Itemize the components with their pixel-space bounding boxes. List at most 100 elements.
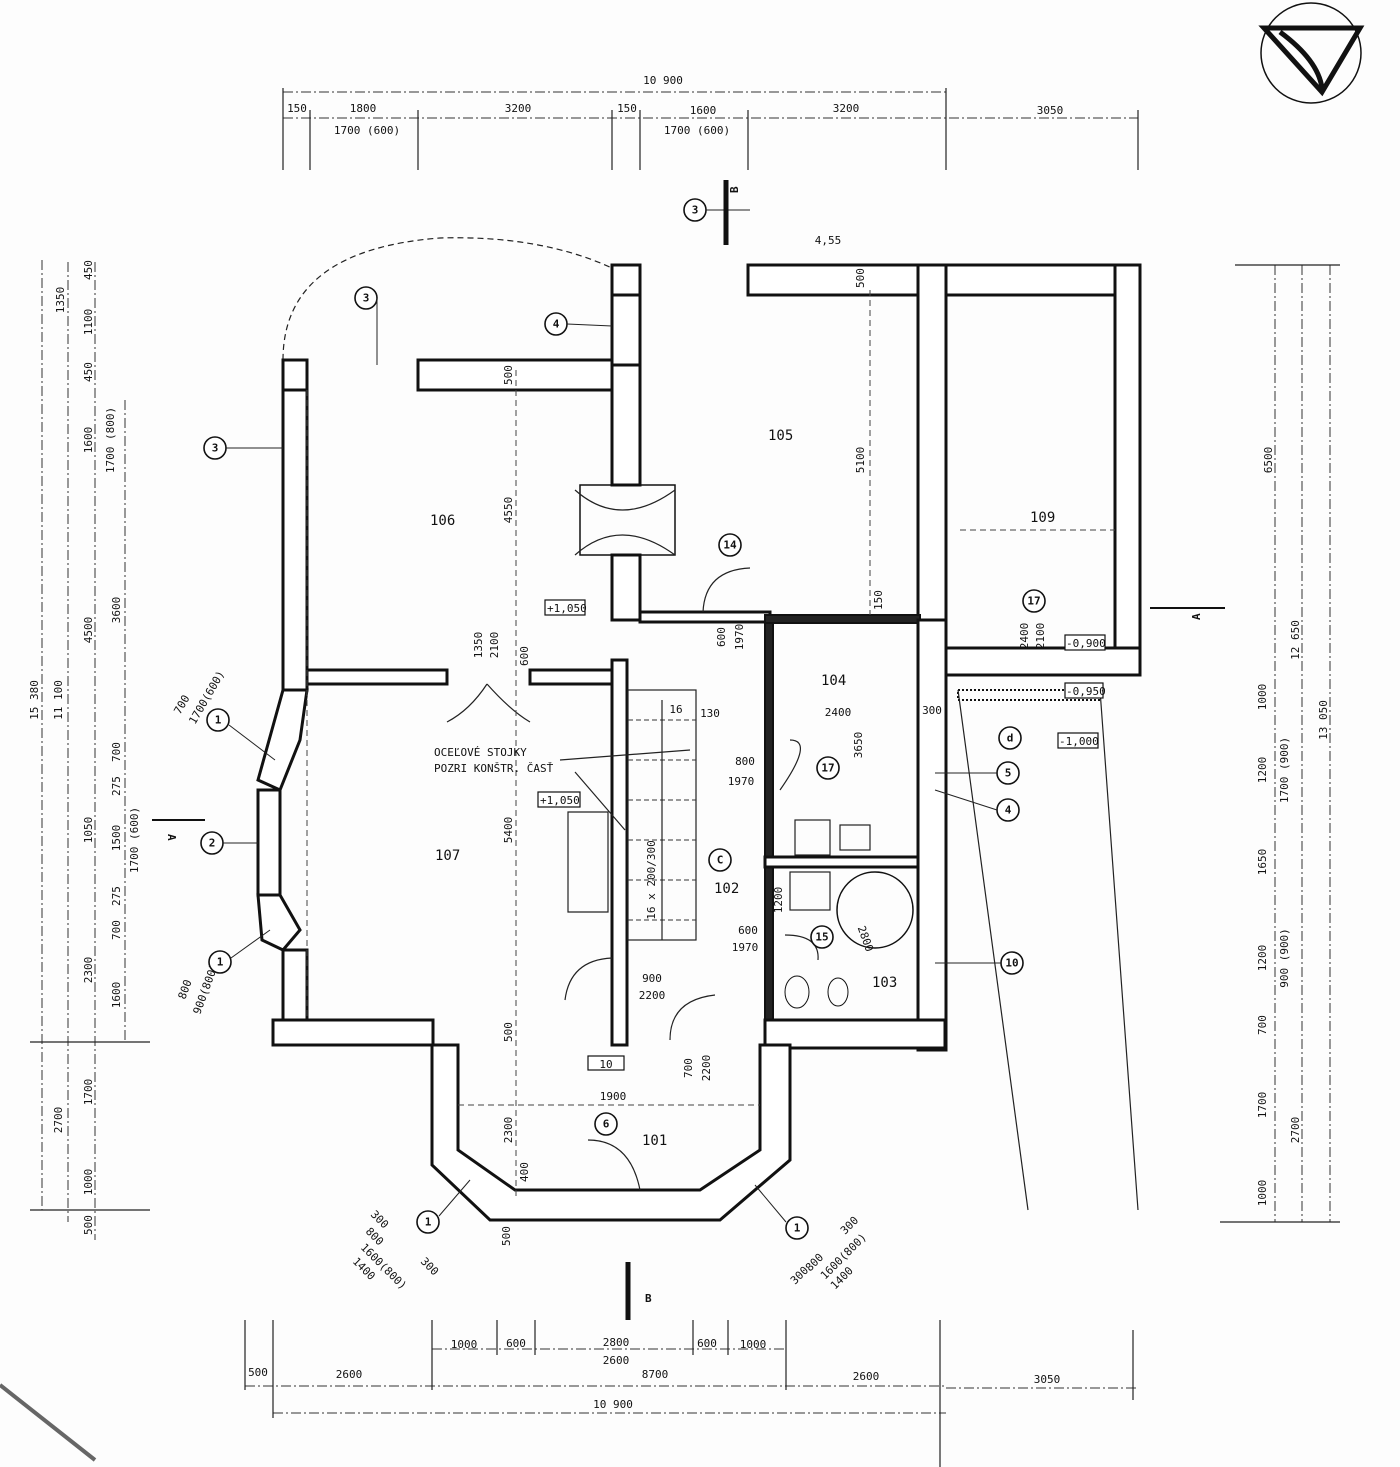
dim-label: 5100: [854, 447, 867, 474]
dim-label: 3050: [1037, 104, 1064, 117]
svg-text:14: 14: [723, 539, 737, 552]
marker-2: 2: [200, 831, 224, 855]
dim-label: 600: [738, 924, 758, 937]
dim-label: 700: [682, 1058, 695, 1078]
dashed-axes: [306, 290, 1115, 1200]
dim-label: 450: [82, 260, 95, 280]
left-dimensions: 15 380 11 100 1350 450 1100 450 1600 170…: [28, 260, 141, 1235]
svg-text:1: 1: [794, 1222, 801, 1235]
marker-3: 3: [203, 436, 227, 460]
dim-label: 16: [669, 703, 682, 716]
dim-label: 2300: [82, 957, 95, 984]
dim-label: 1350: [472, 632, 485, 659]
dim-label: 900: [642, 972, 662, 985]
dim-label: 1900: [600, 1090, 627, 1103]
svg-text:5: 5: [1005, 767, 1012, 780]
dim-label: 900 (900): [1278, 928, 1291, 988]
dim-label: 1000: [1256, 1180, 1269, 1207]
dim-label: 2600: [603, 1354, 630, 1367]
level-label: -0,950: [1066, 685, 1106, 698]
dim-label: 275: [110, 886, 123, 906]
svg-text:d: d: [1007, 732, 1014, 745]
marker-3: 3: [683, 198, 707, 222]
dim-label: 1000: [740, 1338, 767, 1351]
marker-c: C: [708, 848, 732, 872]
room-106: 106: [430, 513, 455, 529]
section-a-left: A: [165, 834, 178, 841]
dim-label: 500: [502, 365, 515, 385]
dim-label: 1600: [82, 427, 95, 454]
room-103: 103: [872, 975, 897, 991]
dim-label: 3600: [110, 597, 123, 624]
marker-1: 1: [206, 708, 230, 732]
dim-label: 600: [506, 1337, 526, 1350]
dim-label: 700: [110, 920, 123, 940]
room-101: 101: [642, 1133, 667, 1149]
dim-label: 1000: [82, 1169, 95, 1196]
marker-1: 1: [785, 1216, 809, 1240]
dim-label: 1700 (600): [334, 124, 400, 137]
dim-label: 2700: [1289, 1117, 1302, 1144]
dim-label: 1970: [732, 941, 759, 954]
svg-text:C: C: [717, 854, 724, 867]
dim-label: 8700: [642, 1368, 669, 1381]
svg-text:4: 4: [1005, 804, 1012, 817]
dim-label: 1700 (900): [1278, 737, 1291, 803]
dim-label: 2200: [700, 1055, 713, 1082]
dim-label: 600: [697, 1337, 717, 1350]
dim-label: 300: [922, 704, 942, 717]
room-105: 105: [768, 428, 793, 444]
dim-label: 2300: [502, 1117, 515, 1144]
dim-label: 400: [518, 1162, 531, 1182]
svg-text:1: 1: [215, 714, 222, 727]
dim-label: 1200: [1256, 757, 1269, 784]
dim-label: 500: [248, 1366, 268, 1379]
svg-text:3: 3: [212, 442, 219, 455]
svg-text:1: 1: [217, 956, 224, 969]
dim-label: 2600: [853, 1370, 880, 1383]
level-label: -0,900: [1066, 637, 1106, 650]
dim-label: 2400: [1018, 623, 1031, 650]
dim-label: 1350: [54, 287, 67, 314]
dim-label: 1600: [110, 982, 123, 1009]
dim-label: 2800: [855, 924, 876, 953]
dim-label: 500: [500, 1226, 513, 1246]
dim-label: 600: [518, 646, 531, 666]
marker-1: 1: [208, 950, 232, 974]
note-line: POZRI KONŠTR. ČASŤ: [434, 762, 554, 775]
dim-label: 500: [82, 1215, 95, 1235]
dim-label: 130: [700, 707, 720, 720]
section-a-right: A: [1190, 613, 1203, 620]
marker-1: 1: [416, 1210, 440, 1234]
marker-14: 14: [718, 533, 742, 557]
dim-label: 2800: [603, 1336, 630, 1349]
dim-label: 10 900: [643, 74, 683, 87]
dim-label: 15 380: [28, 680, 41, 720]
window-note: 300: [418, 1255, 441, 1278]
dim-label: 150: [287, 102, 307, 115]
dim-label: 1700 (600): [128, 807, 141, 873]
svg-text:3: 3: [363, 292, 370, 305]
dim-label: 4500: [82, 617, 95, 644]
room-102: 102: [714, 881, 739, 897]
dim-label: 2400: [825, 706, 852, 719]
section-markers: B B A A: [152, 180, 1225, 1320]
dim-label: 2100: [1034, 623, 1047, 650]
dim-label: 4,55: [815, 234, 842, 247]
dim-label: 3050: [1034, 1373, 1061, 1386]
dim-label: 5400: [502, 817, 515, 844]
svg-text:15: 15: [815, 931, 828, 944]
scan-edge: [0, 1383, 97, 1462]
dim-label: 2200: [639, 989, 666, 1002]
stairs: [567, 689, 697, 941]
dim-label: 4550: [502, 497, 515, 524]
section-b-top: B: [728, 186, 741, 193]
dim-label: 1500: [110, 825, 123, 852]
dim-label: 13 050: [1317, 700, 1330, 740]
note-line: OCEĽOVÉ STOJKY: [434, 746, 527, 759]
dim-label: 2600: [336, 1368, 363, 1381]
dim-label: 1650: [1256, 849, 1269, 876]
level-label: -1,000: [1059, 735, 1099, 748]
dim-label: 1800: [350, 102, 377, 115]
top-dimensions: 10 900 150 1800 1700 (600) 3200 150 1600…: [287, 74, 1063, 137]
